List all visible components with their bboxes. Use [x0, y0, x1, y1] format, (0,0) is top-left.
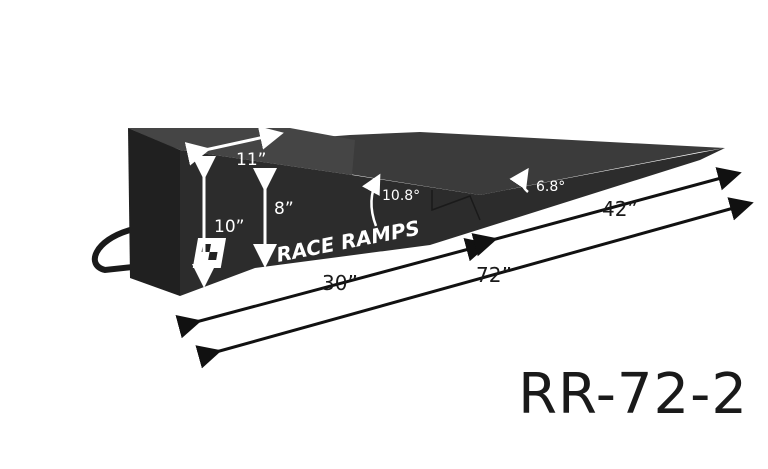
ramp-front-face [128, 128, 180, 296]
strap-handle [91, 227, 181, 274]
model-number: RR-72-2 [518, 362, 748, 427]
total-length-arrow [195, 197, 754, 369]
lower-length-label: 42” [602, 197, 638, 221]
angle-lower-label: 6.8° [536, 179, 565, 195]
total-length-label: 72” [476, 263, 512, 287]
upper-length-label: 30” [322, 271, 358, 295]
front-height-label: 10” [214, 217, 244, 237]
top-width-arrow [184, 126, 284, 166]
step-height-label: 8” [274, 199, 294, 219]
top-width-label: 11” [236, 150, 266, 170]
angle-upper-label: 10.8° [382, 188, 420, 204]
